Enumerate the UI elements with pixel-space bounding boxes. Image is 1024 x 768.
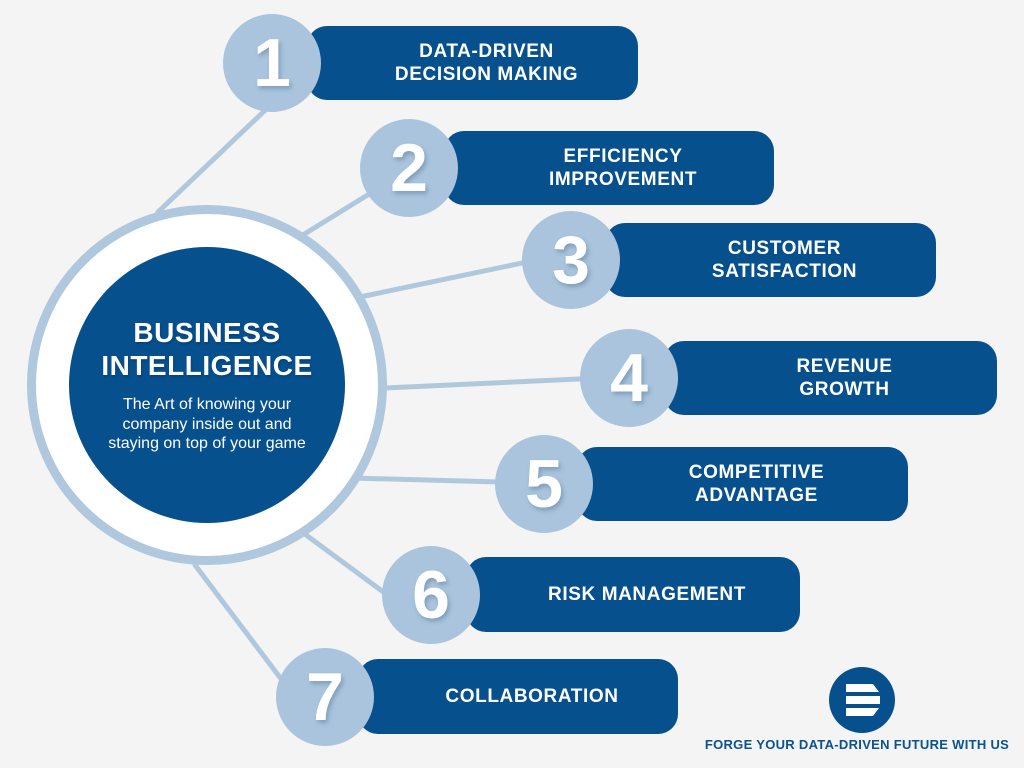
item-number: 7 [306,659,344,735]
item-pill-efficiency-improvement: EFFICIENCY IMPROVEMENT [444,131,774,205]
item-number: 1 [253,25,291,101]
item-number-bubble-2: 2 [360,119,458,217]
item-number-bubble-6: 6 [382,546,480,644]
item-number: 5 [525,446,563,522]
item-number-bubble-7: 7 [276,648,374,746]
page-title: BUSINESS INTELLIGENCE [101,317,313,382]
center-circle: BUSINESS INTELLIGENCE The Art of knowing… [69,247,345,523]
item-number: 3 [552,222,590,298]
footer-tagline: FORGE YOUR DATA-DRIVEN FUTURE WITH US [704,737,1010,752]
item-number: 2 [390,130,428,206]
item-number-bubble-4: 4 [580,329,678,427]
item-number-bubble-1: 1 [223,14,321,112]
item-pill-collaboration: COLLABORATION [358,659,678,734]
connector-line-1 [155,95,281,215]
item-pill-revenue-growth: REVENUE GROWTH [664,341,997,415]
page-subtitle: The Art of knowing your company inside o… [108,396,306,453]
item-number-bubble-5: 5 [495,435,593,533]
item-number: 4 [610,340,648,416]
item-number-bubble-3: 3 [522,211,620,309]
three-bars-e-icon [829,667,895,733]
item-pill-risk-management: RISK MANAGEMENT [466,557,800,632]
item-pill-customer-satisfaction: CUSTOMER SATISFACTION [605,223,936,297]
item-number: 6 [412,557,450,633]
item-pill-competitive-advantage: COMPETITIVE ADVANTAGE [577,447,908,521]
item-pill-data-driven-decision-making: DATA-DRIVEN DECISION MAKING [307,26,638,100]
